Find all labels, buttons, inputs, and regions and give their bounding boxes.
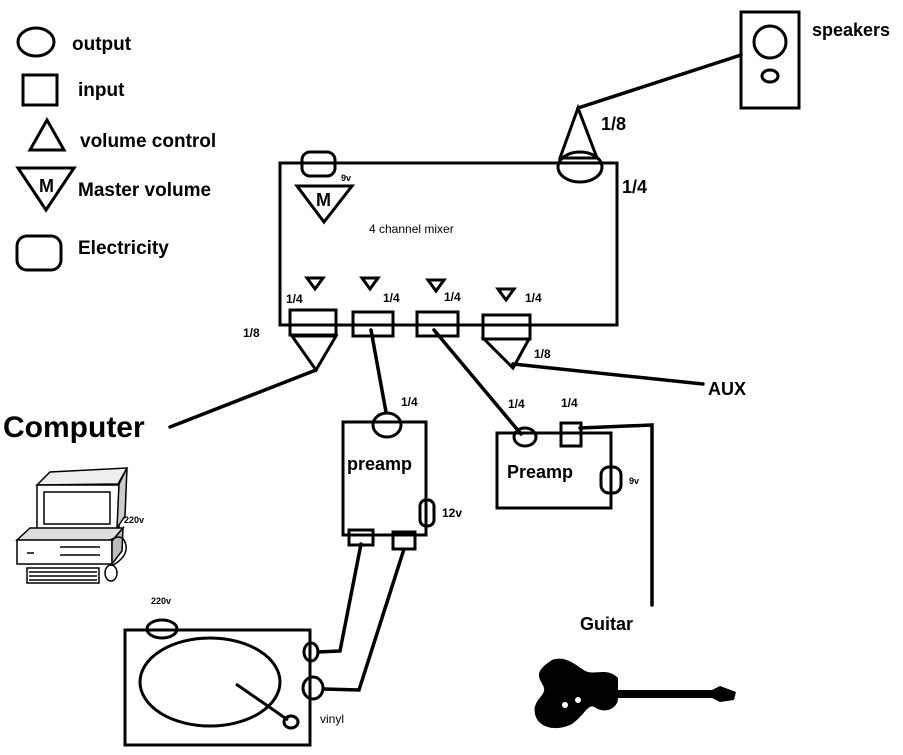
channel-1-jack-label: 1/4 — [286, 292, 303, 306]
channel-1-input-jack — [288, 308, 338, 337]
turntable: 220v vinyl — [123, 596, 344, 747]
turntable-output-left — [302, 641, 320, 663]
speaker-tweeter-icon — [760, 68, 780, 84]
computer-label: Computer — [3, 411, 145, 444]
guitar-preamp-input-jack — [559, 421, 583, 448]
guitar-preamp: 1/4 1/4 Preamp 9v — [495, 396, 639, 510]
speakers-label: speakers — [812, 20, 890, 40]
turntable-cable-left — [316, 542, 363, 654]
speaker-woofer-icon — [752, 24, 788, 60]
computer-power-label: 220v — [124, 515, 144, 525]
computer-cable — [168, 368, 318, 429]
turntable-output-right — [301, 675, 325, 701]
phono-preamp-to-mixer-cable — [369, 328, 388, 414]
speaker-plug-icon — [557, 103, 600, 160]
turntable-tonearm — [235, 682, 289, 722]
channel-4-volume-icon — [495, 287, 517, 303]
guitar: Guitar — [534, 614, 736, 729]
mixer-output-jack — [556, 150, 604, 184]
phono-preamp-input-right — [391, 530, 417, 551]
legend-output-label: output — [72, 34, 132, 55]
speaker-box — [739, 10, 801, 110]
phono-preamp-output-jack — [371, 411, 403, 439]
turntable-label: vinyl — [320, 712, 344, 726]
speakers: speakers 1/8 — [601, 10, 890, 134]
legend-electricity-icon — [15, 234, 63, 272]
guitar-preamp-label: Preamp — [507, 462, 573, 482]
channel-4-plug-icon — [480, 337, 532, 371]
legend-volume-control-icon — [27, 116, 67, 152]
mixer-power-label: 9v — [341, 173, 351, 183]
phono-preamp-jack-label: 1/4 — [401, 395, 418, 409]
turntable-body — [123, 628, 312, 747]
legend-master-volume-icon — [15, 166, 77, 213]
turntable-platter — [138, 636, 282, 728]
channel-1-plug-label: 1/8 — [243, 326, 260, 340]
guitar-cable — [578, 423, 654, 607]
mixer-body — [278, 161, 619, 327]
channel-3-volume-icon — [425, 278, 447, 294]
guitar-preamp-power-label: 9v — [629, 476, 639, 486]
guitar-preamp-body — [495, 431, 613, 510]
turntable-power-jack — [145, 618, 179, 640]
legend-output-icon — [16, 26, 56, 58]
legend-input-label: input — [78, 80, 125, 101]
guitar-preamp-output-jack — [512, 426, 538, 448]
phono-preamp-body — [341, 420, 428, 537]
guitar-label: Guitar — [580, 614, 633, 634]
phono-preamp-power-jack — [418, 498, 436, 528]
aux-cable — [511, 362, 705, 386]
channel-1-volume-icon — [304, 276, 326, 292]
legend-master-volume-label: Master volume — [78, 180, 211, 201]
channel-4-plug-label: 1/8 — [534, 347, 551, 361]
mixer-master-volume-icon — [294, 184, 356, 225]
phono-preamp-power-label: 12v — [442, 506, 462, 520]
legend-volume-control-label: volume control — [80, 131, 216, 152]
phono-preamp-input-left — [347, 528, 375, 547]
turntable-stylus — [282, 714, 300, 730]
turntable-power-label: 220v — [151, 596, 171, 606]
channel-2-jack-label: 1/4 — [383, 291, 400, 305]
computer-icon — [15, 467, 129, 584]
channel-1-plug-icon — [289, 334, 339, 373]
channel-2-volume-icon — [359, 276, 381, 292]
guitar-icon — [534, 658, 736, 729]
phono-preamp: 1/4 preamp 12v — [341, 395, 462, 551]
aux-label: AUX — [708, 379, 746, 399]
guitar-preamp-output-label: 1/4 — [508, 397, 525, 411]
channel-3-jack-label: 1/4 — [444, 290, 461, 304]
guitar-preamp-power-jack — [599, 465, 623, 495]
mixer-master-symbol: M — [316, 190, 331, 210]
legend-master-volume-symbol: M — [39, 176, 54, 196]
mixer: 4 channel mixer 9v M 1/4 1/4 1/4 1/4 1/4… — [243, 150, 647, 373]
turntable-cable-right — [322, 547, 406, 692]
legend-electricity-label: Electricity — [78, 238, 169, 259]
legend-input-icon — [21, 73, 59, 107]
channel-4-jack-label: 1/4 — [525, 291, 542, 305]
mixer-power-jack — [300, 150, 337, 178]
mixer-label: 4 channel mixer — [369, 222, 454, 236]
phono-preamp-label: preamp — [347, 454, 412, 474]
speakers-plug-label: 1/8 — [601, 114, 626, 134]
guitar-preamp-input-label: 1/4 — [561, 396, 578, 410]
mixer-output-jack-label: 1/4 — [622, 177, 647, 197]
speaker-cable — [576, 53, 743, 110]
channel-4-input-jack — [481, 313, 532, 341]
computer: Computer 220v — [3, 411, 145, 584]
guitar-preamp-to-mixer-cable — [432, 328, 523, 436]
legend: output input volume control M Master vol… — [15, 26, 216, 272]
